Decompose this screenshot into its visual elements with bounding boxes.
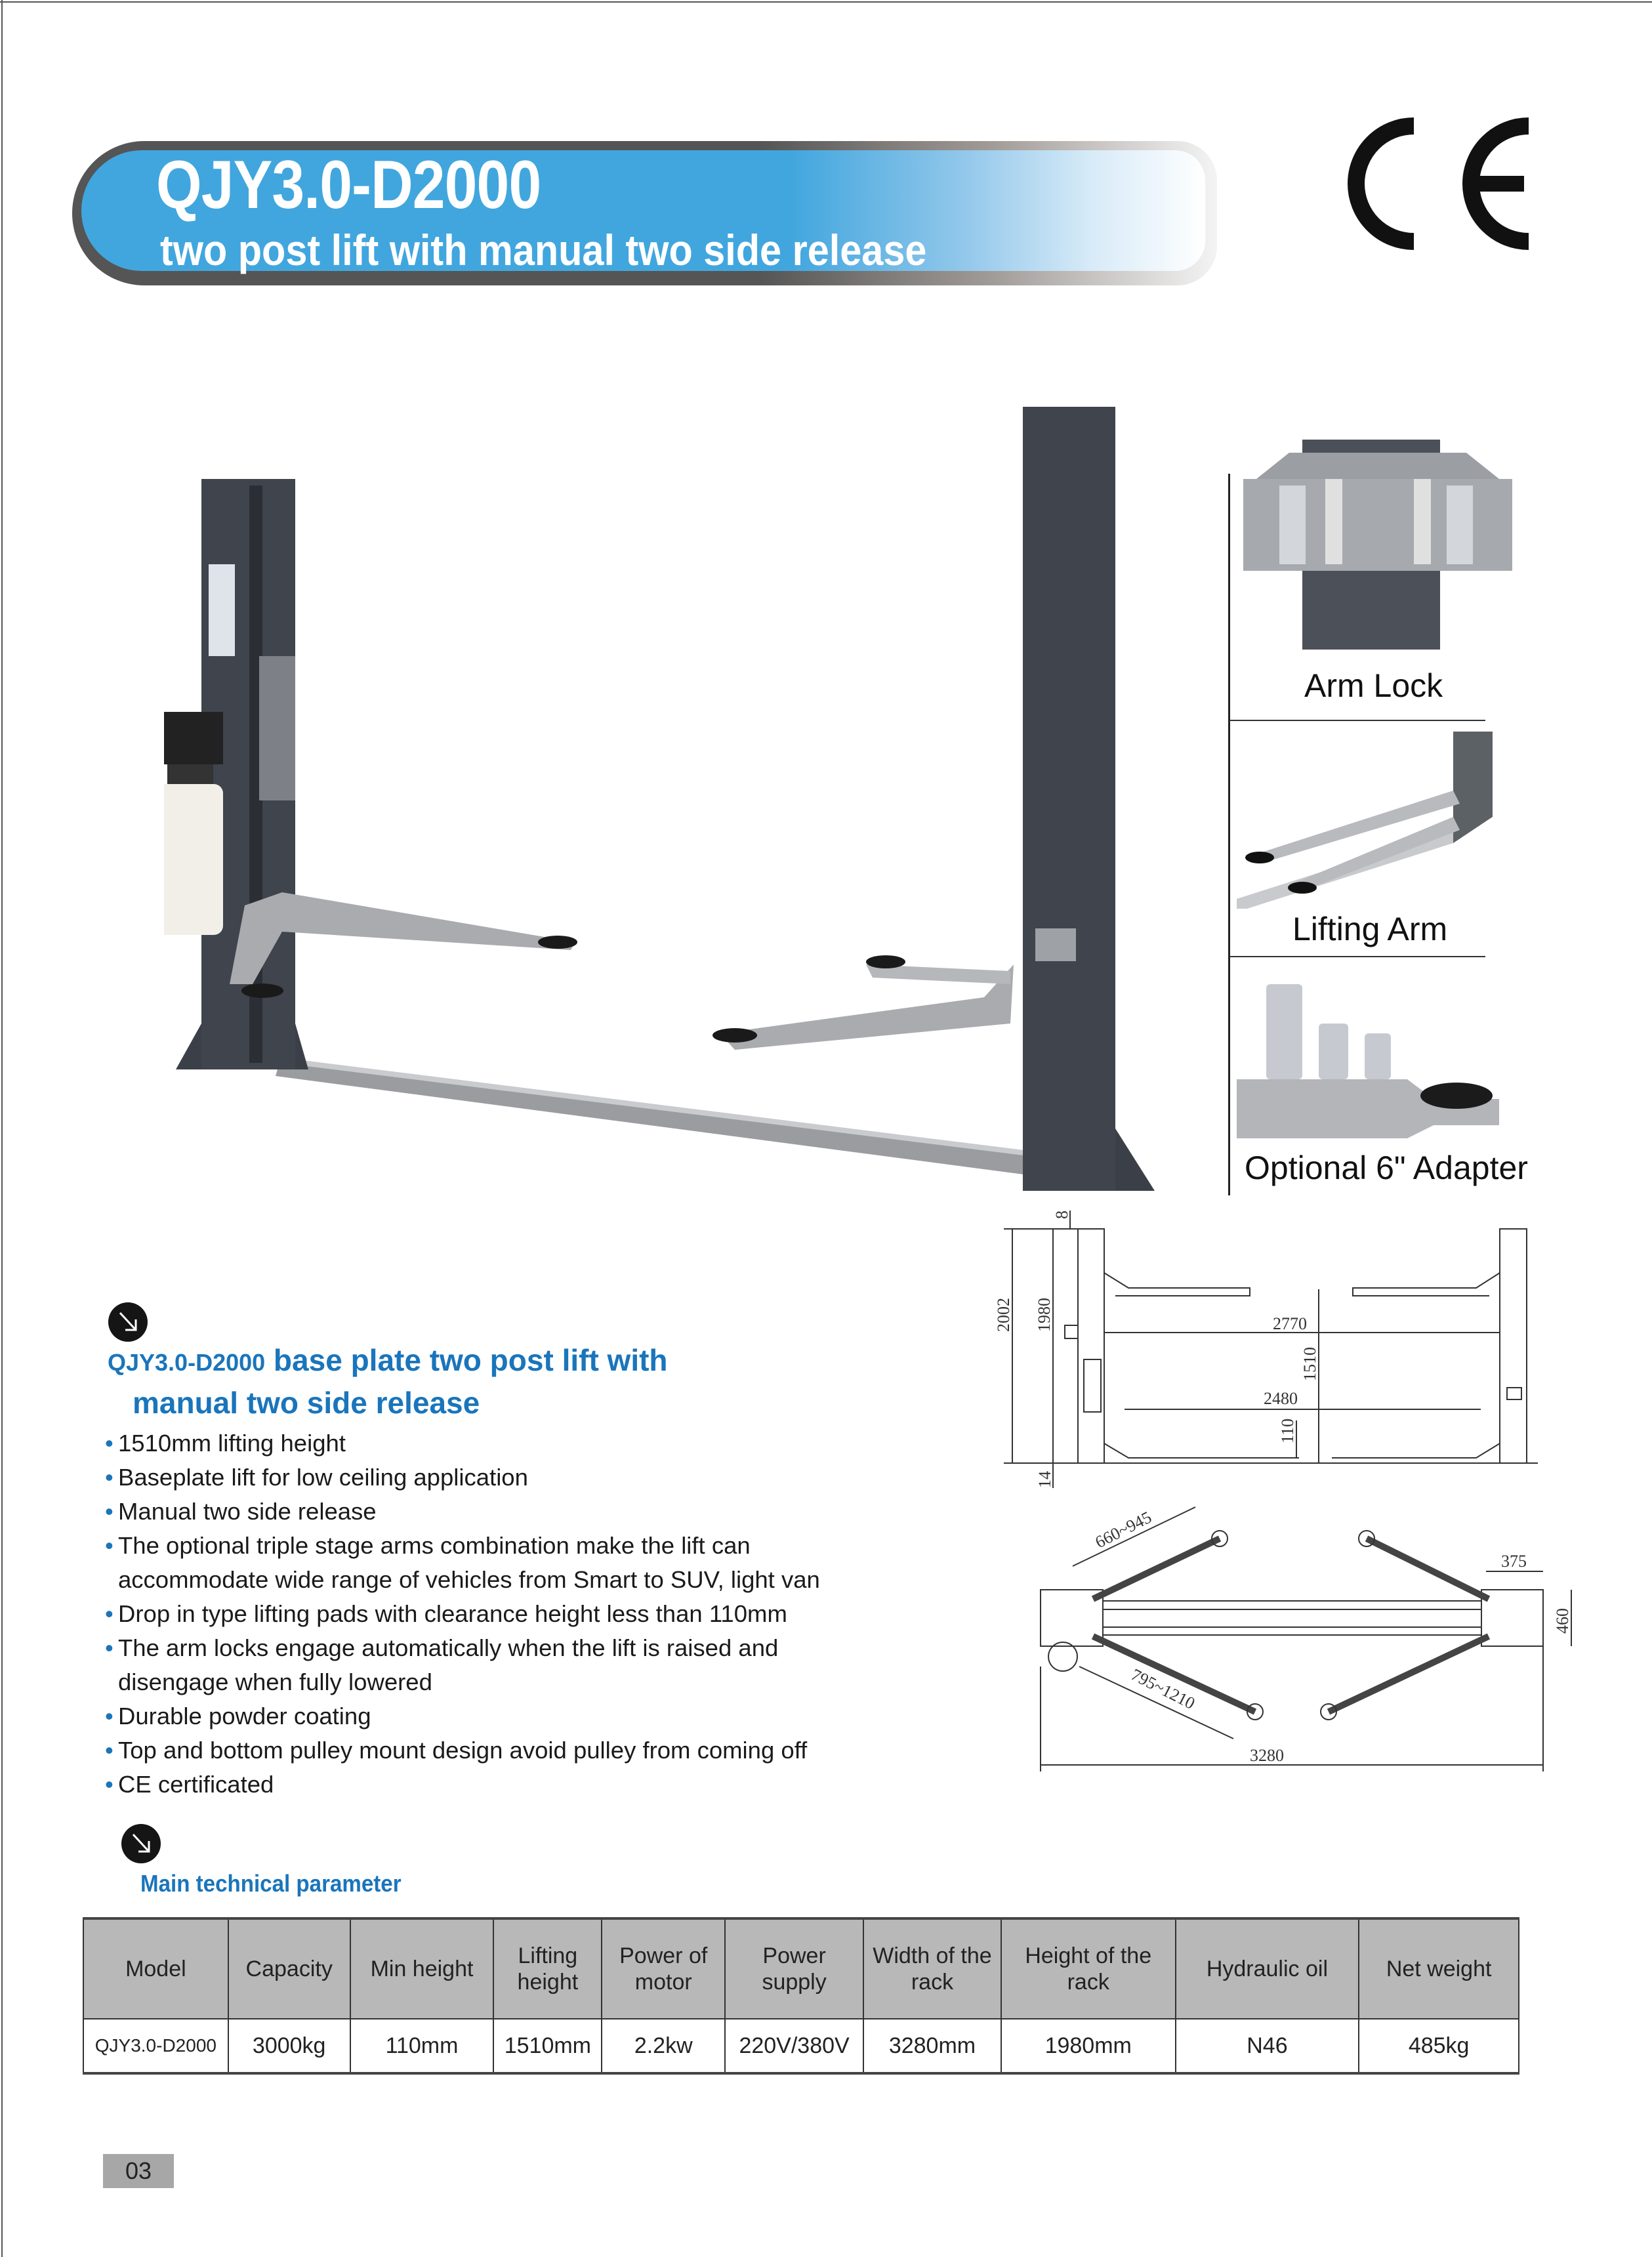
description-heading-line2: manual two side release (133, 1386, 480, 1420)
col-header: Power supply (724, 1918, 865, 2019)
cell-rack-height: 1980mm (1000, 2018, 1176, 2074)
cell-rack-width: 3280mm (863, 2018, 1002, 2074)
cell-power-supply: 220V/380V (724, 2018, 865, 2074)
dim-arm-long: 795~1210 (1128, 1665, 1198, 1714)
dim-1980: 1980 (1035, 1298, 1054, 1332)
col-header: Min height (349, 1918, 495, 2019)
two-post-lift-photo (164, 407, 1155, 1191)
optional-adapter-label: Optional 6" Adapter (1245, 1149, 1528, 1186)
feature-divider (1229, 720, 1485, 721)
arrow-down-right-icon (108, 1302, 148, 1342)
page-frame-left (1, 0, 3, 2257)
lifting-arm-photo (1237, 732, 1493, 909)
cell-net-weight: 485kg (1358, 2018, 1519, 2074)
dim-2480: 2480 (1264, 1389, 1298, 1408)
cell-min-height: 110mm (349, 2018, 495, 2074)
lifting-arm-label: Lifting Arm (1292, 911, 1448, 947)
ce-mark-logo (1348, 117, 1529, 250)
dim-2770: 2770 (1273, 1314, 1307, 1333)
cell-model: QJY3.0-D2000 (83, 2018, 229, 2074)
col-header: Model (83, 1918, 229, 2019)
col-header: Lifting height (493, 1918, 603, 2019)
feature-item: 1510mm lifting height (105, 1426, 820, 1460)
page-title: QJY3.0-D2000 (156, 147, 541, 223)
page-subtitle: two post lift with manual two side relea… (160, 226, 927, 274)
dim-14: 14 (1035, 1471, 1054, 1488)
col-header: Power of motor (601, 1918, 726, 2019)
cell-lifting-height: 1510mm (493, 2018, 603, 2074)
page-number: 03 (103, 2154, 174, 2188)
dim-460: 460 (1553, 1608, 1572, 1634)
table-row: QJY3.0-D2000 3000kg 110mm 1510mm 2.2kw 2… (83, 2018, 1519, 2074)
title-banner (72, 141, 1217, 285)
cell-capacity: 3000kg (227, 2018, 351, 2074)
col-header: Net weight (1358, 1918, 1519, 2019)
feature-item: Drop in type lifting pads with clearance… (105, 1597, 820, 1631)
spec-table-header: Model Capacity Min height Lifting height… (83, 1918, 1519, 2019)
feature-column-divider (1228, 474, 1230, 1195)
arm-lock-photo (1243, 440, 1512, 650)
feature-item: The optional triple stage arms combinati… (105, 1529, 820, 1597)
heading-text: base plate two post lift with (265, 1343, 668, 1377)
feature-item: Baseplate lift for low ceiling applicati… (105, 1460, 820, 1495)
col-header: Width of the rack (863, 1918, 1002, 2019)
heading-model: QJY3.0-D2000 (108, 1349, 266, 1376)
dim-3280: 3280 (1250, 1746, 1284, 1765)
dim-1510: 1510 (1300, 1347, 1319, 1381)
col-header: Height of the rack (1000, 1918, 1176, 2019)
dim-8: 8 (1052, 1211, 1071, 1219)
arm-lock-label: Arm Lock (1304, 667, 1443, 704)
feature-item: The arm locks engage automatically when … (105, 1631, 820, 1699)
optional-adapter-photo (1237, 984, 1499, 1138)
feature-item: Manual two side release (105, 1495, 820, 1529)
arrow-down-right-icon (121, 1824, 161, 1863)
feature-list: 1510mm lifting height Baseplate lift for… (105, 1426, 820, 1802)
feature-item: Top and bottom pulley mount design avoid… (105, 1733, 820, 1768)
cell-hydraulic-oil: N46 (1174, 2018, 1360, 2074)
description-heading: QJY3.0-D2000 base plate two post lift wi… (108, 1342, 668, 1386)
dim-arm-short: 660~945 (1092, 1508, 1155, 1552)
spec-section-title: Main technical parameter (140, 1870, 402, 1897)
col-header: Hydraulic oil (1174, 1918, 1360, 2019)
cell-motor-power: 2.2kw (601, 2018, 726, 2074)
spec-table: Model Capacity Min height Lifting height… (83, 1917, 1519, 2075)
dim-2002: 2002 (994, 1298, 1013, 1332)
feature-divider (1229, 956, 1485, 957)
dim-110: 110 (1278, 1418, 1297, 1443)
feature-item: CE certificated (105, 1768, 820, 1802)
dim-375: 375 (1501, 1552, 1527, 1571)
feature-item: Durable powder coating (105, 1699, 820, 1733)
col-header: Capacity (227, 1918, 351, 2019)
page-frame-top (0, 1, 1652, 3)
